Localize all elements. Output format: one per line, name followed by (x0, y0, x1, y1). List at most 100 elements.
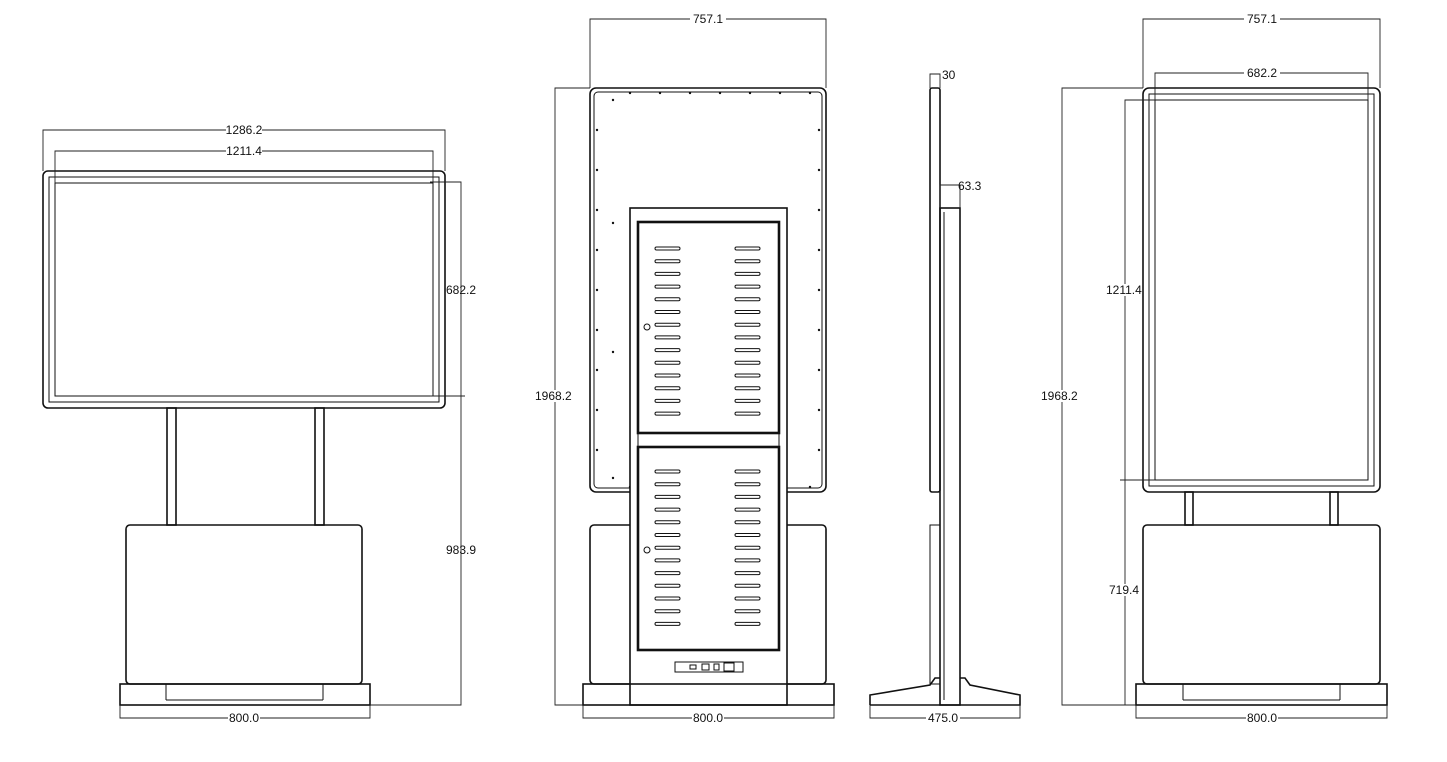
vent-slot (734, 533, 761, 537)
side-base-cabinet (929, 524, 941, 685)
vent-slot (734, 348, 761, 353)
vent-slot (654, 609, 681, 614)
dim-cabinet-depth: 63.3 (958, 179, 982, 193)
left-pole (1184, 491, 1194, 526)
lower-door (636, 445, 781, 652)
vent-slot (654, 507, 681, 512)
vent-slot (654, 246, 681, 251)
mounting-hole (611, 350, 615, 354)
vent-slot (654, 322, 681, 327)
dim-screen-height: 1211.4 (1106, 283, 1142, 297)
vent-slot (654, 259, 681, 264)
vent-slot (734, 558, 761, 563)
dim-lower-height: 719.4 (1109, 583, 1139, 597)
right-pole (1329, 491, 1339, 526)
dim-base-width: 800.0 (229, 711, 259, 725)
mounting-hole (817, 248, 821, 252)
mounting-hole (817, 168, 821, 172)
mounting-hole (748, 91, 752, 95)
mounting-holes (595, 91, 821, 489)
mounting-hole (817, 408, 821, 412)
screen-display-area (54, 182, 434, 397)
mounting-hole (817, 288, 821, 292)
mounting-hole (817, 368, 821, 372)
lower-door-lock (643, 546, 651, 554)
vent-slot (734, 386, 761, 391)
vent-slot (654, 373, 681, 378)
side-cabinet (939, 207, 961, 706)
vent-slot (654, 621, 681, 626)
vent-slot (654, 360, 681, 365)
dim-base-width: 800.0 (693, 711, 723, 725)
dim-overall-width: 757.1 (693, 12, 723, 26)
vent-slot (654, 297, 681, 302)
vent-slot (734, 322, 761, 327)
mounting-hole (817, 448, 821, 452)
rear-cabinet (629, 207, 788, 706)
mounting-hole (778, 91, 782, 95)
vent-slot (654, 335, 681, 340)
vent-slot (654, 520, 681, 525)
vent-slot (734, 310, 761, 314)
front-portrait-view: 757.1 682.2 1968.2 1211.4 719.4 800.0 (1040, 12, 1388, 725)
dim-screen-height: 682.2 (446, 283, 476, 297)
screen-inner-frame (48, 176, 440, 403)
vent-slot (734, 494, 761, 499)
vent-slot (654, 271, 681, 276)
vent-slot (734, 507, 761, 512)
rear-portrait-view: 757.1 1968.2 800.0 (534, 12, 835, 725)
side-view: 30 63.3 475.0 (869, 68, 1021, 725)
mounting-hole (817, 208, 821, 212)
dim-panel-depth: 30 (942, 68, 956, 82)
mounting-hole (718, 91, 722, 95)
vent-slot (654, 558, 681, 563)
vent-slot (654, 469, 681, 474)
mounting-hole (611, 476, 615, 480)
side-foot-left (869, 677, 940, 705)
mounting-hole (808, 91, 812, 95)
vent-slot (734, 583, 761, 588)
vent-slot (654, 545, 681, 550)
vent-slot (734, 335, 761, 340)
vent-louvers (654, 246, 761, 626)
dim-foot-depth: 475.0 (928, 711, 958, 725)
vent-slot (654, 310, 681, 314)
mounting-hole (595, 408, 599, 412)
base-cabinet (125, 524, 363, 685)
mounting-hole (595, 208, 599, 212)
vent-slot (654, 596, 681, 601)
mounting-hole (595, 288, 599, 292)
vent-slot (734, 411, 761, 416)
mounting-hole (595, 168, 599, 172)
side-foot-right (870, 677, 1021, 706)
dim-lower-height: 983.9 (446, 543, 476, 557)
io-port-panel (674, 661, 744, 673)
base-cabinet (1142, 524, 1381, 685)
mounting-hole (611, 98, 615, 102)
vent-slot (734, 520, 761, 525)
vent-slot (734, 246, 761, 251)
mounting-hole (611, 221, 615, 225)
mounting-hole (808, 485, 812, 489)
portrait-display-area (1154, 99, 1369, 481)
vent-slot (654, 348, 681, 353)
mounting-hole (817, 328, 821, 332)
right-pole (314, 407, 325, 526)
screen-bezel (42, 170, 446, 409)
vent-slot (734, 469, 761, 474)
mounting-hole (628, 91, 632, 95)
vent-slot (734, 271, 761, 276)
portrait-screen-bezel (1142, 87, 1381, 493)
upper-door-lock (643, 323, 651, 331)
dim-total-height: 1968.2 (535, 389, 572, 403)
vent-slot (734, 609, 761, 614)
dim-screen-width: 682.2 (1247, 66, 1277, 80)
vent-slot (734, 596, 761, 601)
vent-slot (734, 259, 761, 264)
side-panel (929, 87, 941, 493)
vent-slot (734, 545, 761, 550)
mounting-hole (688, 91, 692, 95)
mounting-hole (595, 368, 599, 372)
vent-slot (654, 411, 681, 416)
